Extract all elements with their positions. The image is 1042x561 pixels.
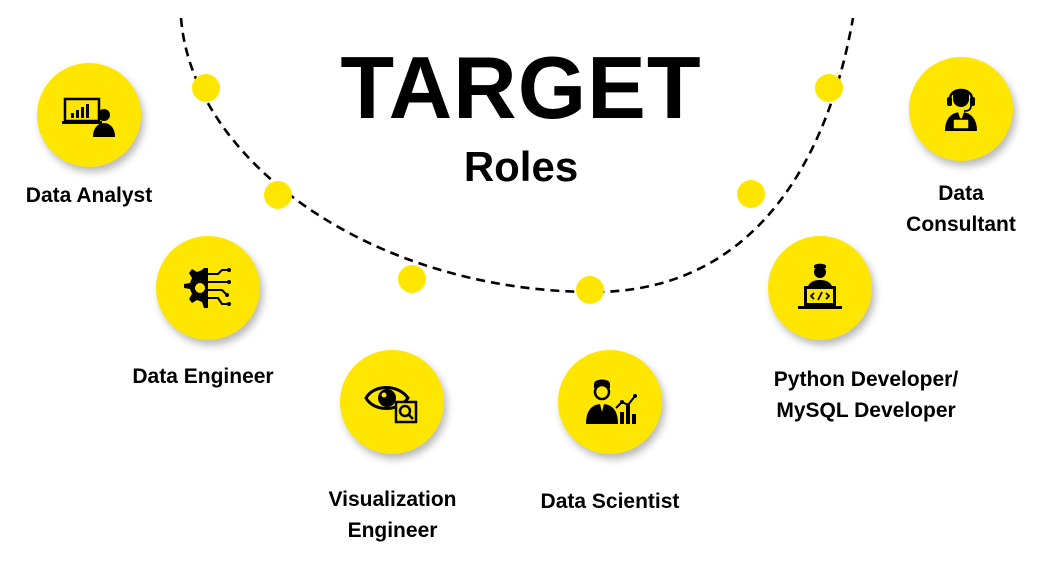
role-circle-data-analyst	[37, 63, 141, 167]
page-title: TARGET	[340, 38, 702, 137]
arc-node	[192, 74, 220, 102]
role-circle-data-scientist	[558, 350, 662, 454]
role-label-visualization-engineer: Visualization Engineer	[328, 488, 457, 542]
role-label-data-analyst: Data Analyst	[25, 184, 153, 207]
role-label-data-consultant: Data Consultant	[906, 182, 1016, 236]
role-label-data-engineer: Data Engineer	[132, 365, 274, 388]
scientist-chart-icon	[586, 379, 637, 424]
gear-circuit-icon	[184, 268, 231, 308]
consultant-headset-icon	[945, 88, 977, 131]
page-subtitle: Roles	[463, 143, 579, 190]
role-circle-visualization-engineer	[340, 350, 444, 454]
role-label-python-developer: Python Developer/ MySQL Developer	[773, 368, 959, 422]
arc-node	[737, 180, 765, 208]
role-circle-data-consultant	[909, 57, 1013, 161]
arc-node	[264, 181, 292, 209]
arc-node	[398, 265, 426, 293]
data-analyst-presentation-icon	[62, 97, 115, 137]
developer-laptop-code-icon	[798, 263, 842, 309]
arc-node	[576, 276, 604, 304]
role-label-data-scientist: Data Scientist	[540, 490, 680, 513]
eye-search-icon	[364, 386, 418, 424]
role-circle-python-developer	[768, 236, 872, 340]
arc-node	[815, 74, 843, 102]
role-circle-data-engineer	[156, 236, 260, 340]
